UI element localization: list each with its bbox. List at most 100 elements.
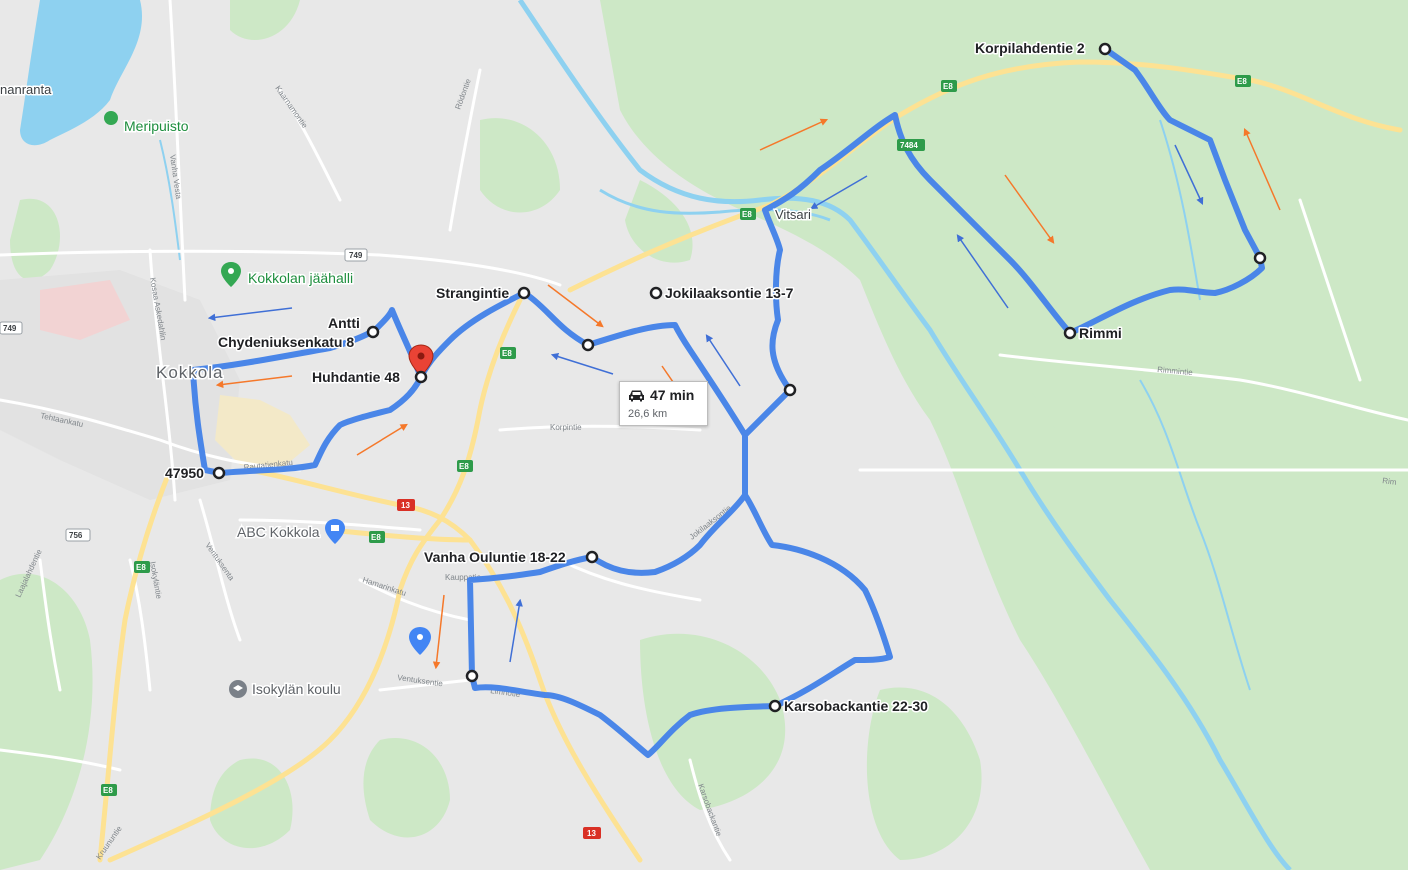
shopping-bag-icon	[325, 519, 345, 544]
route-info-box[interactable]: 47 min 26,6 km	[619, 381, 708, 426]
route-line[interactable]	[190, 46, 1265, 758]
route-7484-shield: 7484	[897, 139, 925, 151]
svg-text:Meripuisto: Meripuisto	[124, 118, 189, 134]
svg-text:E8: E8	[502, 349, 512, 358]
blue-arrow	[705, 334, 741, 387]
route-duration: 47 min	[650, 387, 695, 403]
blue-arrow	[956, 234, 1009, 309]
route-13-shield: 13	[583, 827, 601, 839]
blue-pin-icon	[409, 627, 431, 655]
major-roads	[97, 59, 1403, 863]
orange-arrow	[1004, 174, 1055, 244]
places: nanranta Meripuisto Kokkolan jäähalli Ko…	[0, 81, 812, 699]
svg-text:E8: E8	[371, 533, 381, 542]
waypoint-label-huhdantie: Huhdantie 48	[312, 369, 400, 385]
waypoint-marker-strangintie	[517, 286, 531, 300]
waypoint-marker-antti	[366, 325, 380, 339]
blue-arrow	[509, 598, 523, 663]
waypoint-marker-south-loop	[783, 383, 797, 397]
e8-shield: E8	[1235, 75, 1251, 87]
street-label: Korpintie	[550, 423, 582, 432]
abc-poi: ABC Kokkola	[236, 519, 345, 544]
svg-text:E8: E8	[103, 786, 113, 795]
waypoint-labels: Korpilahdentie 2 Rimmi Strangintie Jokil…	[164, 39, 1124, 716]
road-shields: E8 E8 E8 E8 E8 E8 E8 E8 7484 749 749 13 …	[0, 75, 1251, 839]
water-bodies	[20, 0, 1292, 870]
waypoint-label-strangintie: Strangintie	[436, 285, 509, 301]
svg-text:E8: E8	[459, 462, 469, 471]
orange-arrow	[356, 423, 408, 456]
route-749-shield: 749	[0, 321, 23, 335]
route-13-shield: 13	[397, 499, 415, 511]
route-749-shield: 749	[344, 248, 368, 262]
waypoint-marker-huhdantie	[414, 370, 428, 384]
blue-arrow	[810, 175, 868, 210]
direction-arrows	[207, 118, 1281, 670]
route-756-shield: 756	[65, 528, 91, 542]
waypoint-marker-karsobacka	[768, 699, 782, 713]
waypoint-label-karsobacka: Karsobackantie 22-30	[784, 698, 928, 714]
street-label: Rim	[1382, 476, 1398, 487]
orange-arrow	[1243, 127, 1281, 211]
svg-text:E8: E8	[136, 563, 146, 572]
svg-text:E8: E8	[1237, 77, 1247, 86]
orange-arrow	[759, 118, 829, 151]
svg-text:Isokylän koulu: Isokylän koulu	[252, 681, 341, 697]
e8-shield: E8	[134, 561, 150, 573]
svg-text:749: 749	[349, 251, 363, 260]
waypoint-marker-47950	[212, 466, 226, 480]
svg-text:E8: E8	[742, 210, 752, 219]
street-label: Rimmintie	[1157, 365, 1194, 377]
place-label-nanranta: nanranta	[0, 82, 52, 97]
svg-text:756: 756	[69, 531, 83, 540]
waypoint-marker-southwest	[465, 669, 479, 683]
waypoint-label-47950: 47950	[165, 465, 204, 481]
route-distance: 26,6 km	[628, 408, 668, 420]
meripuisto-poi: Meripuisto	[104, 111, 190, 136]
waypoint-marker-mid	[581, 338, 595, 352]
e8-shield: E8	[500, 347, 516, 359]
waypoint-label-vanha-ouluntie: Vanha Ouluntie 18-22	[424, 549, 566, 565]
orange-arrow	[547, 284, 604, 328]
blue-arrow	[1174, 144, 1204, 206]
waypoint-label-jokilaaksontie: Jokilaaksontie 13-7	[665, 285, 794, 301]
orange-arrow	[215, 375, 293, 389]
waypoint-marker-rimmi	[1063, 326, 1077, 340]
car-icon	[629, 390, 644, 402]
e8-shield: E8	[101, 784, 117, 796]
svg-text:7484: 7484	[900, 141, 918, 150]
waypoint-marker-east	[1253, 251, 1267, 265]
waypoint-label-korpilahdentie: Korpilahdentie 2	[975, 40, 1085, 56]
place-label-vitsari: Vitsari	[775, 207, 811, 222]
orange-arrow	[432, 594, 445, 670]
svg-text:13: 13	[587, 829, 596, 838]
blue-poi	[409, 627, 431, 655]
svg-text:ABC Kokkola: ABC Kokkola	[237, 524, 320, 540]
blue-arrow	[207, 307, 293, 322]
svg-text:E8: E8	[943, 82, 953, 91]
waypoint-label-antti: Antti	[328, 315, 360, 331]
waypoint-marker-vanha-ouluntie	[585, 550, 599, 564]
waypoint-marker-korpilahdentie	[1098, 42, 1112, 56]
urban-areas	[0, 270, 310, 500]
e8-shield: E8	[369, 531, 385, 543]
waypoint-label-rimmi: Rimmi	[1079, 325, 1122, 341]
green-pin-icon	[221, 262, 241, 287]
svg-text:13: 13	[401, 501, 410, 510]
waypoint-markers[interactable]	[212, 42, 1267, 713]
e8-shield: E8	[457, 460, 473, 472]
street-label: Kauppatie	[445, 573, 482, 582]
green-pin-icon	[104, 111, 118, 125]
isokyla-poi: Isokylän koulu	[229, 680, 342, 699]
svg-text:Kokkolan jäähalli: Kokkolan jäähalli	[248, 270, 353, 286]
city-label-kokkola: Kokkola	[156, 363, 223, 382]
blue-arrow	[550, 353, 614, 375]
waypoint-label-chydenius: Chydeniuksenkatu 8	[218, 334, 354, 350]
e8-shield: E8	[740, 208, 756, 220]
jaahalli-poi: Kokkolan jäähalli	[221, 262, 355, 288]
e8-shield: E8	[941, 80, 957, 92]
svg-text:749: 749	[3, 324, 17, 333]
